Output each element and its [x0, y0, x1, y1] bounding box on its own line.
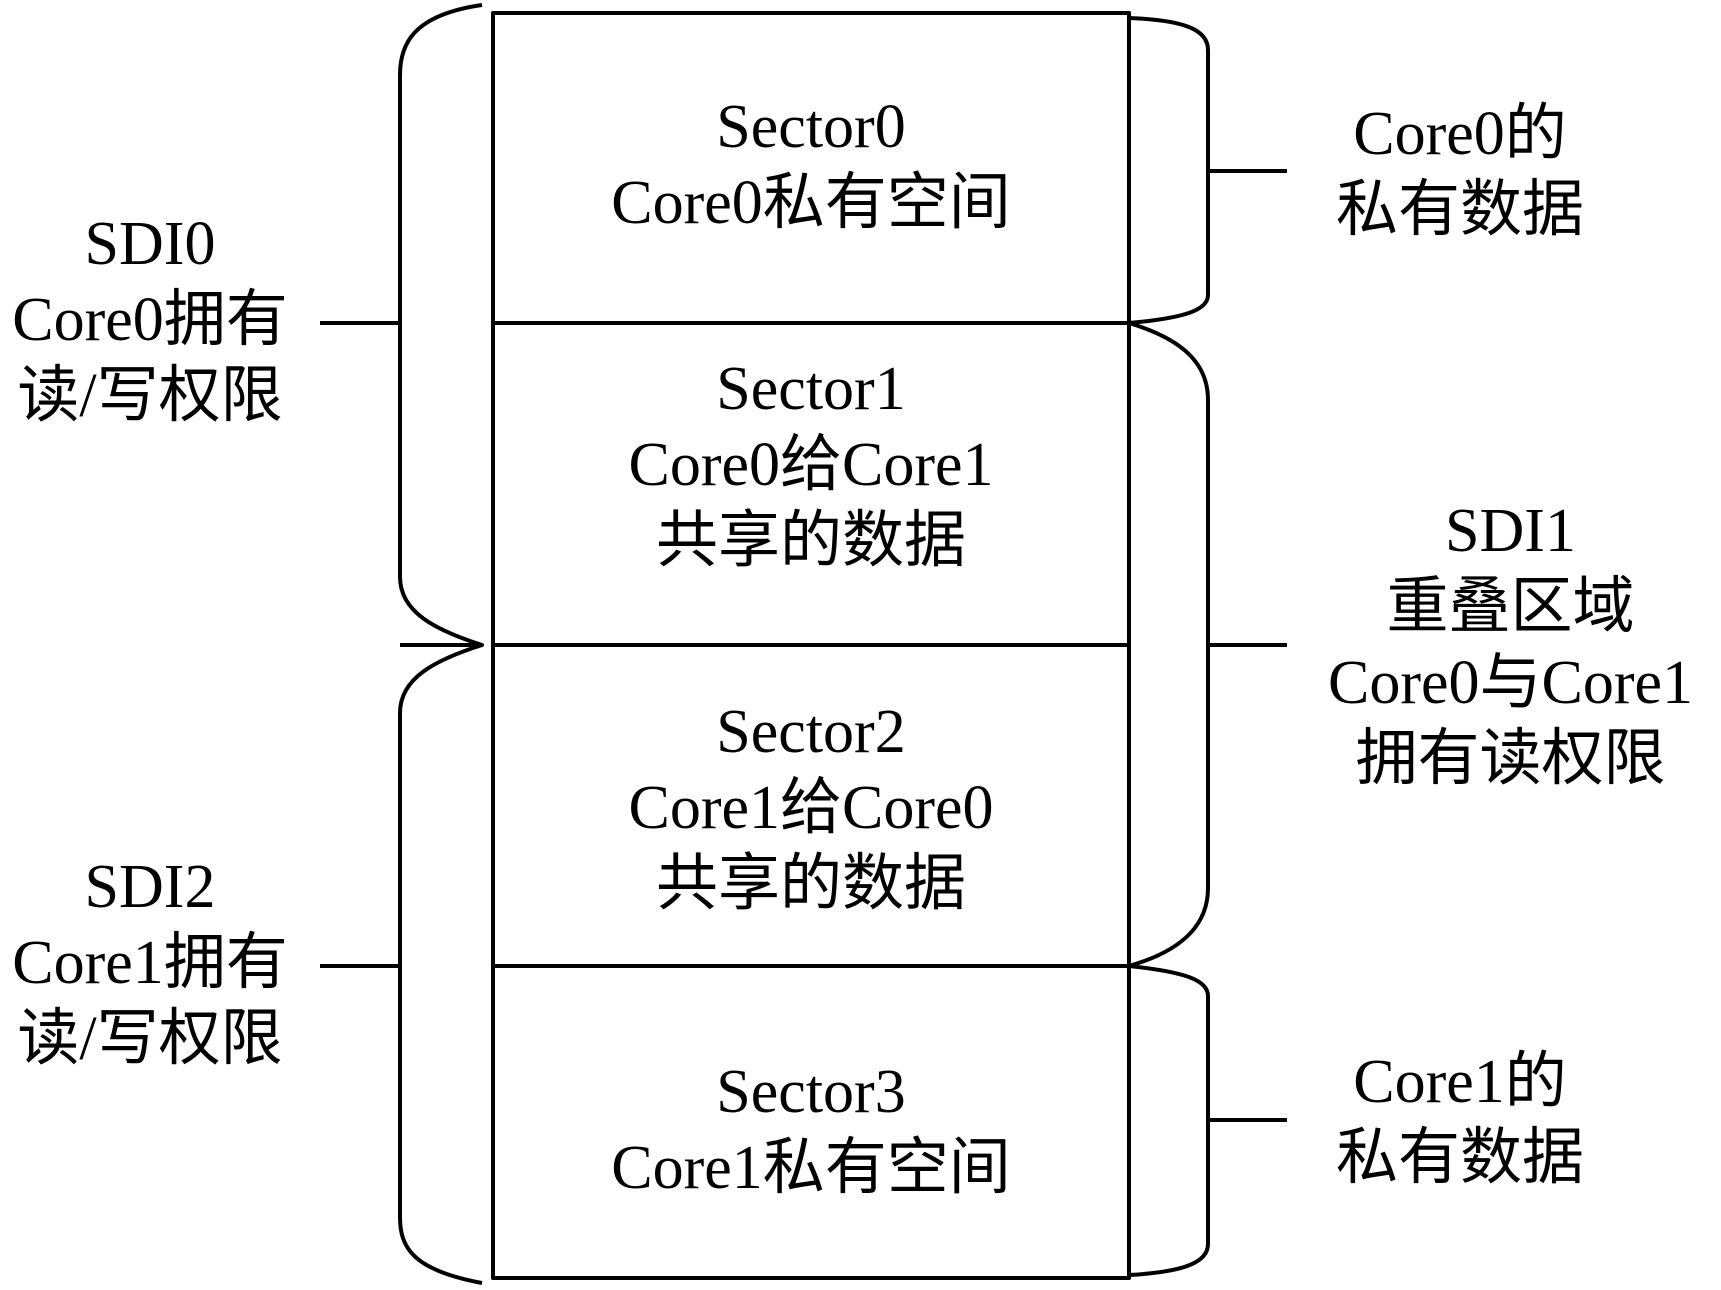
sdi2-owner: Core1拥有: [12, 929, 288, 997]
sector2-name: Sector2: [716, 698, 906, 766]
core0-private-line2: 私有数据: [1335, 176, 1584, 244]
sector0-description: Core0私有空间: [611, 169, 1011, 237]
sdi1-owners: Core0与Core1: [1327, 649, 1694, 717]
sdi0-label: SDI0 Core0拥有 读/写权限: [0, 200, 300, 440]
core0-private-label: Core0的 私有数据: [1320, 92, 1600, 252]
sector2-description-line1: Core1给Core0: [628, 774, 994, 842]
core1-private-right-brace: [1128, 964, 1210, 1277]
sector1-label: Sector1 Core0给Core1 共享的数据: [493, 350, 1129, 580]
sdi2-name: SDI2: [84, 853, 216, 921]
sdi1-permission: 拥有读权限: [1355, 725, 1666, 793]
core1-private-line1: Core1的: [1353, 1048, 1567, 1116]
sector3-label: Sector3 Core1私有空间: [493, 1050, 1129, 1210]
core0-private-right-brace: [1128, 16, 1210, 325]
sector2-label: Sector2 Core1给Core0 共享的数据: [493, 693, 1129, 923]
sector2-description-line2: 共享的数据: [655, 850, 966, 918]
sdi1-right-brace: [1128, 321, 1210, 968]
sdi2-permission: 读/写权限: [17, 1005, 283, 1073]
sector1-description-line1: Core0给Core1: [628, 431, 994, 499]
sdi2-label: SDI2 Core1拥有 读/写权限: [0, 843, 300, 1083]
sector3-description: Core1私有空间: [611, 1134, 1011, 1202]
core1-private-line2: 私有数据: [1335, 1124, 1584, 1192]
sector3-name: Sector3: [716, 1058, 906, 1126]
sector1-name: Sector1: [716, 355, 906, 423]
sdi1-label: SDI1 重叠区域 Core0与Core1 拥有读权限: [1300, 475, 1721, 815]
sdi0-left-brace: [398, 3, 484, 647]
sdi0-permission: 读/写权限: [17, 362, 283, 430]
core0-private-line1: Core0的: [1353, 100, 1567, 168]
sdi1-name: SDI1: [1445, 497, 1576, 565]
core1-private-label: Core1的 私有数据: [1320, 1040, 1600, 1200]
sector1-description-line2: 共享的数据: [655, 507, 966, 575]
sdi2-left-brace: [398, 643, 483, 1285]
sdi1-region: 重叠区域: [1386, 573, 1635, 641]
sector0-label: Sector0 Core0私有空间: [493, 85, 1129, 245]
sdi0-owner: Core0拥有: [12, 286, 288, 354]
sdi0-name: SDI0: [84, 210, 216, 278]
sector0-name: Sector0: [716, 93, 906, 161]
